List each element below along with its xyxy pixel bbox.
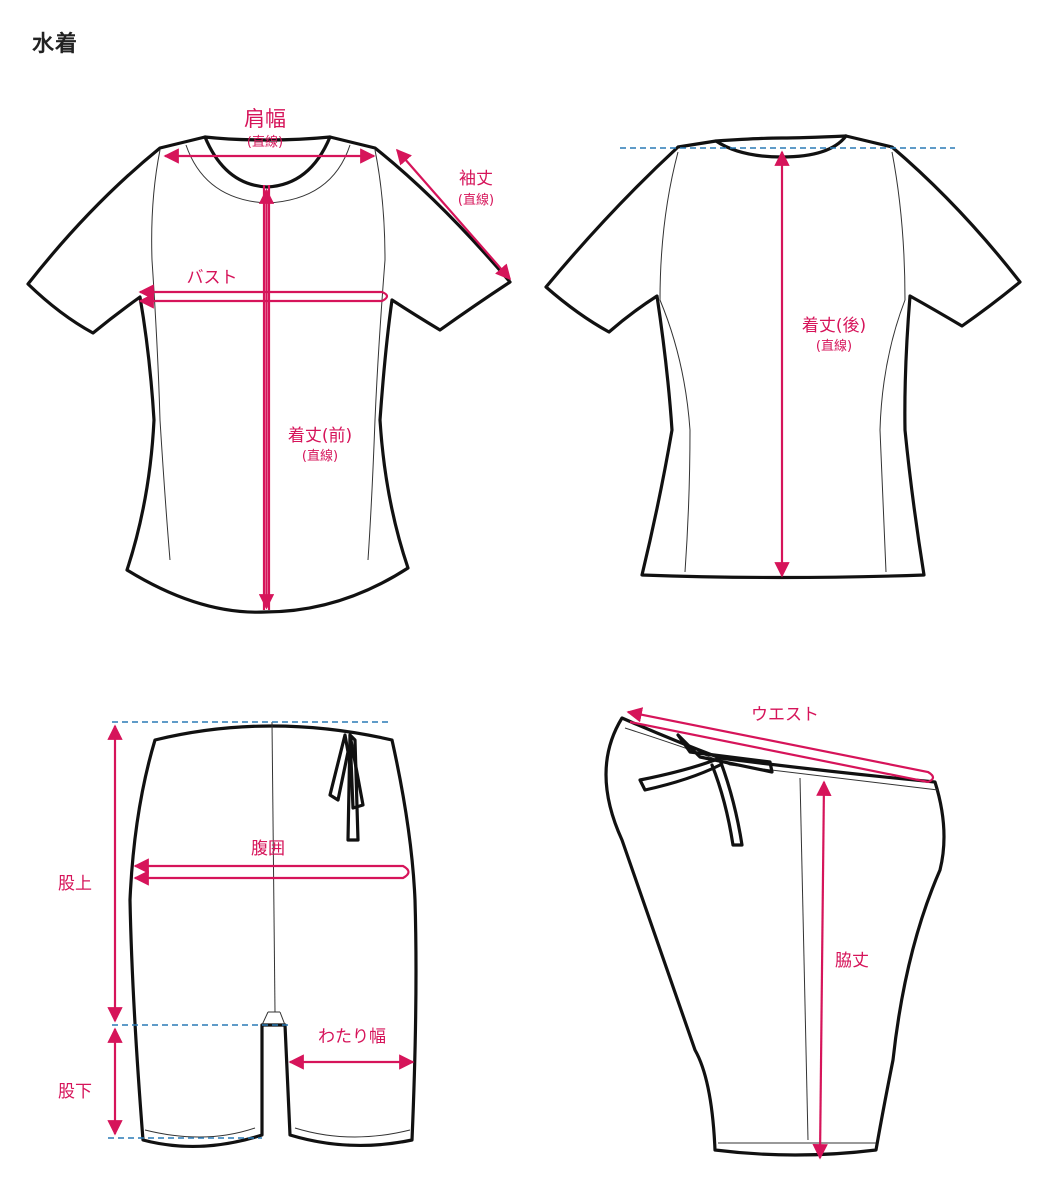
- hip-label: 腹囲: [251, 839, 285, 859]
- front-length-label: 着丈(前): [288, 426, 352, 446]
- back-length-sub-label: (直線): [816, 338, 852, 354]
- inseam-label: 股下: [58, 1082, 92, 1102]
- hip-measure: [133, 858, 410, 886]
- drawstring: [328, 733, 365, 842]
- sleeve-label: 袖丈: [459, 169, 493, 189]
- side-length-label: 脇丈: [835, 951, 869, 971]
- front-top-measures: [138, 148, 512, 610]
- side-length-measure: [812, 780, 832, 1160]
- side-shorts-garment: [604, 716, 946, 1157]
- back-length-label: 着丈(後): [802, 316, 866, 336]
- front-length-sub-label: (直線): [302, 448, 338, 464]
- waist-measure: [626, 707, 935, 784]
- front-shorts-garment: [128, 721, 418, 1149]
- waist-label: ウエスト: [751, 705, 819, 725]
- rise-label: 股上: [58, 874, 92, 894]
- shoulder-label: 肩幅: [244, 107, 286, 131]
- shoulder-sub-label: (直線): [247, 134, 283, 150]
- bust-label: バスト: [187, 268, 238, 288]
- page-title: 水着: [32, 32, 79, 57]
- sleeve-sub-label: (直線): [458, 192, 494, 208]
- thigh-label: わたり幅: [318, 1027, 386, 1047]
